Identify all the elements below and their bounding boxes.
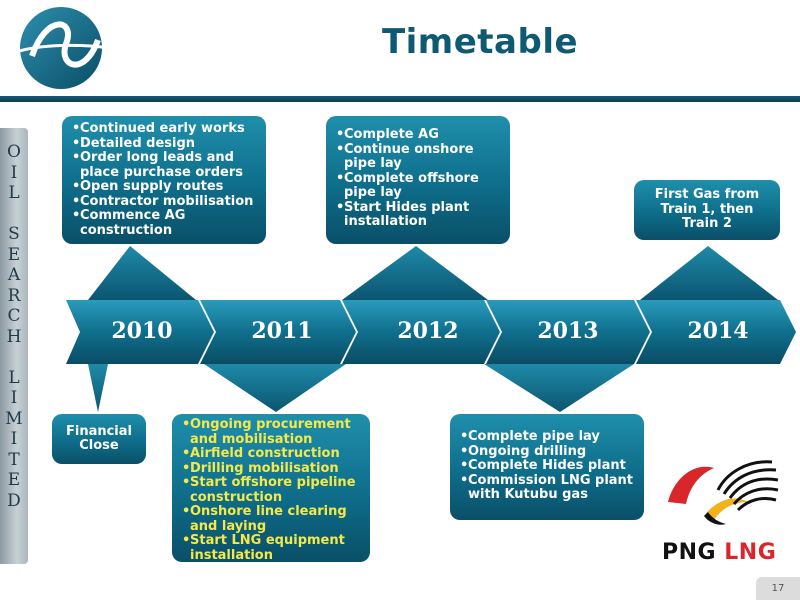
list-item: Drilling mobilisation [178,461,364,477]
list-item: Commence AG construction [68,208,260,238]
connector-2010-bottom [88,364,108,412]
list-item: Start Hides plant installation [332,200,504,230]
company-name-vertical: O I L S E A R C H L I M I T E D [5,142,23,511]
connector-2010-top [88,246,196,300]
list-item: Continue onshore pipe lay [332,142,504,172]
year-label-2010: 2010 [111,318,173,344]
list-item: Complete AG [332,127,504,143]
milestone-box-2010-bottom: Financial Close [52,414,146,464]
timeline-diagram [66,246,796,412]
list-item: Order long leads and place purchase orde… [68,150,260,180]
milestone-text: Financial Close [65,423,132,453]
list-item: Complete Hides plant [456,458,638,474]
milestone-text: First Gas from Train 1, then Train 2 [654,187,760,232]
png-lng-bird-icon [668,460,779,525]
list-item: Ongoing drilling [456,444,638,460]
connector-2014-top [640,246,778,300]
milestone-box-2010-top: Continued early works Detailed design Or… [62,116,266,244]
page-title: Timetable [381,22,579,62]
list-item: Complete pipe lay [456,429,638,445]
list-item: Continued early works [68,121,260,137]
list-item: Contractor mobilisation [68,194,260,210]
year-label-2011: 2011 [251,318,313,344]
timeline-segment-2012 [342,300,500,364]
wordmark-png: PNG [662,540,717,565]
year-label-2012: 2012 [397,318,459,344]
timeline-segment-2013 [486,300,650,364]
list-item: Ongoing procurement and mobilisation [178,417,364,447]
connector-2013-bottom [484,364,634,412]
year-label-2014: 2014 [687,318,749,344]
png-lng-wordmark: PNG LNG [662,540,776,565]
page-number: 17 [756,577,800,600]
list-item: Detailed design [68,136,260,152]
milestone-box-2013-bottom: Complete pipe lay Ongoing drilling Compl… [450,414,644,520]
header-divider [0,96,800,102]
connector-2012-top [342,246,488,300]
list-item: Onshore line clearing and laying [178,504,364,534]
timeline-segment-2010 [66,300,214,364]
milestone-box-2011-bottom: Ongoing procurement and mobilisation Air… [172,414,370,562]
wordmark-lng: LNG [724,540,777,565]
list-item: Complete offshore pipe lay [332,171,504,201]
milestone-box-2014-top: First Gas from Train 1, then Train 2 [634,180,780,240]
list-item: Airfield construction [178,446,364,462]
year-label-2013: 2013 [537,318,599,344]
timeline-segment-2014 [636,300,796,364]
list-item: Open supply routes [68,179,260,195]
list-item: Start LNG equipment installation [178,533,364,563]
oil-search-logo [15,7,111,89]
company-sidebar: O I L S E A R C H L I M I T E D [0,128,28,564]
list-item: Start offshore pipeline construction [178,475,364,505]
connector-2011-bottom [204,364,346,412]
milestone-box-2012-top: Complete AG Continue onshore pipe lay Co… [326,116,510,244]
timeline-segment-2011 [200,300,356,364]
list-item: Commission LNG plant with Kutubu gas [456,473,638,503]
